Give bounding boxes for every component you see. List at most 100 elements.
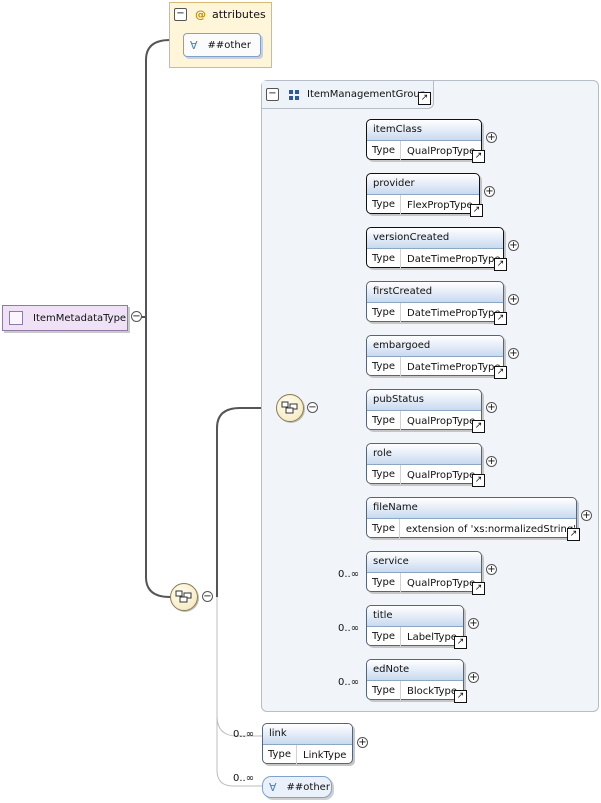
expand-element-icon[interactable]: + xyxy=(486,564,497,575)
element-type: DateTimePropType xyxy=(407,307,501,319)
expand-element-icon[interactable]: + xyxy=(508,294,519,305)
collapse-root-icon[interactable]: − xyxy=(131,311,142,322)
expand-element-icon[interactable]: + xyxy=(486,132,497,143)
type-label: Type xyxy=(367,141,401,161)
element-occurrence: 0..∞ xyxy=(338,569,360,580)
type-label: Type xyxy=(367,411,401,431)
link-arrow-icon[interactable]: ↗ xyxy=(454,690,467,703)
link-arrow-icon[interactable]: ↗ xyxy=(472,582,485,595)
attributes-label: attributes xyxy=(212,7,266,21)
expand-element-icon[interactable]: + xyxy=(508,348,519,359)
group-label: ItemManagementGroup xyxy=(307,89,427,100)
complex-type-icon xyxy=(9,311,23,325)
expand-element-icon[interactable]: + xyxy=(468,618,479,629)
any-element-icon: ∀ xyxy=(269,780,277,794)
link-arrow-icon[interactable]: ↗ xyxy=(418,92,431,105)
element-name: versionCreated xyxy=(367,228,503,249)
element-name: provider xyxy=(367,174,479,195)
element-name: firstCreated xyxy=(367,282,503,303)
type-label: Type xyxy=(367,681,401,701)
element-name: itemClass xyxy=(367,120,481,141)
link-arrow-icon[interactable]: ↗ xyxy=(454,636,467,649)
any-attribute-icon: ∀ xyxy=(190,38,198,52)
element-name: pubStatus xyxy=(367,390,481,411)
element-type: LabelType xyxy=(407,631,457,643)
element-name: fileName xyxy=(367,498,576,519)
link-arrow-icon[interactable]: ↗ xyxy=(472,150,485,163)
expand-element-icon[interactable]: + xyxy=(486,402,497,413)
any-element[interactable]: ∀ ##other xyxy=(262,776,332,798)
attributes-header[interactable]: − @ attributes xyxy=(170,3,271,25)
type-label: Type xyxy=(367,249,401,269)
type-label: Type xyxy=(367,465,401,485)
type-label: Type xyxy=(367,195,401,215)
link-arrow-icon[interactable]: ↗ xyxy=(494,312,507,325)
collapse-group-icon[interactable]: − xyxy=(266,88,279,101)
group-header[interactable]: − ItemManagementGroup ↗ xyxy=(262,81,434,109)
element-name: service xyxy=(367,552,481,573)
element-type: BlockType xyxy=(407,685,458,697)
element-occurrence: 0..∞ xyxy=(338,677,360,688)
root-element[interactable]: ItemMetadataType xyxy=(2,305,128,331)
element-name: role xyxy=(367,444,481,465)
element-name: edNote xyxy=(367,660,463,681)
sequence-compositor[interactable] xyxy=(170,583,198,611)
link-arrow-icon[interactable]: ↗ xyxy=(567,528,580,541)
attributes-box: − @ attributes ∀ ##other xyxy=(169,2,272,68)
element-type: DateTimePropType xyxy=(407,253,501,265)
element-type: QualPropType xyxy=(407,469,476,481)
expand-element-icon[interactable]: + xyxy=(486,456,497,467)
element-type: QualPropType xyxy=(407,145,476,157)
link-occurrence: 0..∞ xyxy=(233,729,255,740)
type-label: Type xyxy=(367,303,401,323)
link-arrow-icon[interactable]: ↗ xyxy=(494,366,507,379)
collapse-sequence-icon[interactable]: − xyxy=(202,591,213,602)
collapse-inner-sequence-icon[interactable]: − xyxy=(307,402,318,413)
expand-element-icon[interactable]: + xyxy=(468,672,479,683)
element-name: title xyxy=(367,606,463,627)
element-type: extension of 'xs:normalizedString' xyxy=(405,523,576,535)
link-arrow-icon[interactable]: ↗ xyxy=(470,204,483,217)
attribute-at-icon: @ xyxy=(195,7,206,21)
any-element-label: ##other xyxy=(286,781,330,793)
collapse-attributes-icon[interactable]: − xyxy=(174,7,187,21)
element-type: FlexPropType xyxy=(407,199,473,211)
expand-link-icon[interactable]: + xyxy=(357,737,368,748)
type-label: Type xyxy=(263,745,297,765)
link-element[interactable]: link Type LinkType xyxy=(262,723,353,765)
root-element-label: ItemMetadataType xyxy=(33,312,127,324)
element-name: embargoed xyxy=(367,336,503,357)
expand-element-icon[interactable]: + xyxy=(508,240,519,251)
other-occurrence: 0..∞ xyxy=(233,773,255,784)
inner-sequence-compositor[interactable] xyxy=(276,394,304,422)
any-attribute-label: ##other xyxy=(207,39,251,51)
type-label: Type xyxy=(367,519,400,539)
link-arrow-icon[interactable]: ↗ xyxy=(472,420,485,433)
link-arrow-icon[interactable]: ↗ xyxy=(472,474,485,487)
type-label: Type xyxy=(367,357,401,377)
expand-element-icon[interactable]: + xyxy=(484,186,495,197)
any-attribute[interactable]: ∀ ##other xyxy=(183,33,261,57)
expand-element-icon[interactable]: + xyxy=(581,510,592,521)
element-type: DateTimePropType xyxy=(407,361,501,373)
element-type: QualPropType xyxy=(407,415,476,427)
type-label: Type xyxy=(367,573,401,593)
group-icon xyxy=(289,89,299,100)
element-type: QualPropType xyxy=(407,577,476,589)
type-label: Type xyxy=(367,627,401,647)
link-arrow-icon[interactable]: ↗ xyxy=(494,258,507,271)
element-type: LinkType xyxy=(303,749,347,761)
element-name: link xyxy=(263,724,352,745)
element-occurrence: 0..∞ xyxy=(338,623,360,634)
